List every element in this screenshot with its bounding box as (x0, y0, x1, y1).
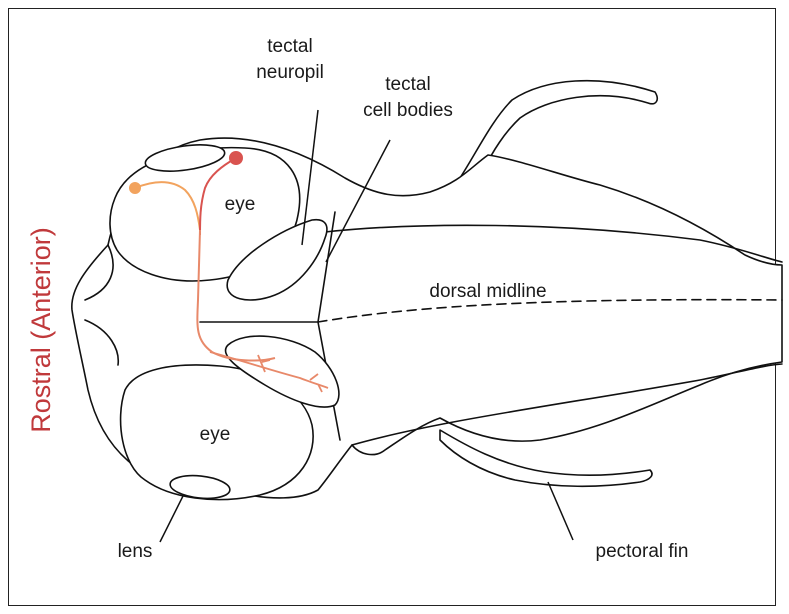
neuron-soma-light (129, 182, 141, 194)
label-eye-top: eye (225, 194, 256, 215)
label-eye-bottom: eye (200, 424, 231, 445)
label-tectal-neuropil-1: tectal (267, 36, 312, 57)
label-dorsal-midline: dorsal midline (429, 281, 546, 302)
neuron-soma-dark (229, 151, 243, 165)
leader-lens (160, 496, 183, 542)
label-rostral-anterior: Rostral (Anterior) (26, 227, 56, 433)
label-tectal-cell-bodies-2: cell bodies (363, 100, 453, 121)
leader-pectoral-fin (548, 482, 573, 540)
label-lens: lens (118, 541, 153, 562)
label-pectoral-fin: pectoral fin (596, 541, 689, 562)
label-tectal-neuropil-2: neuropil (256, 62, 324, 83)
label-tectal-cell-bodies-1: tectal (385, 74, 430, 95)
